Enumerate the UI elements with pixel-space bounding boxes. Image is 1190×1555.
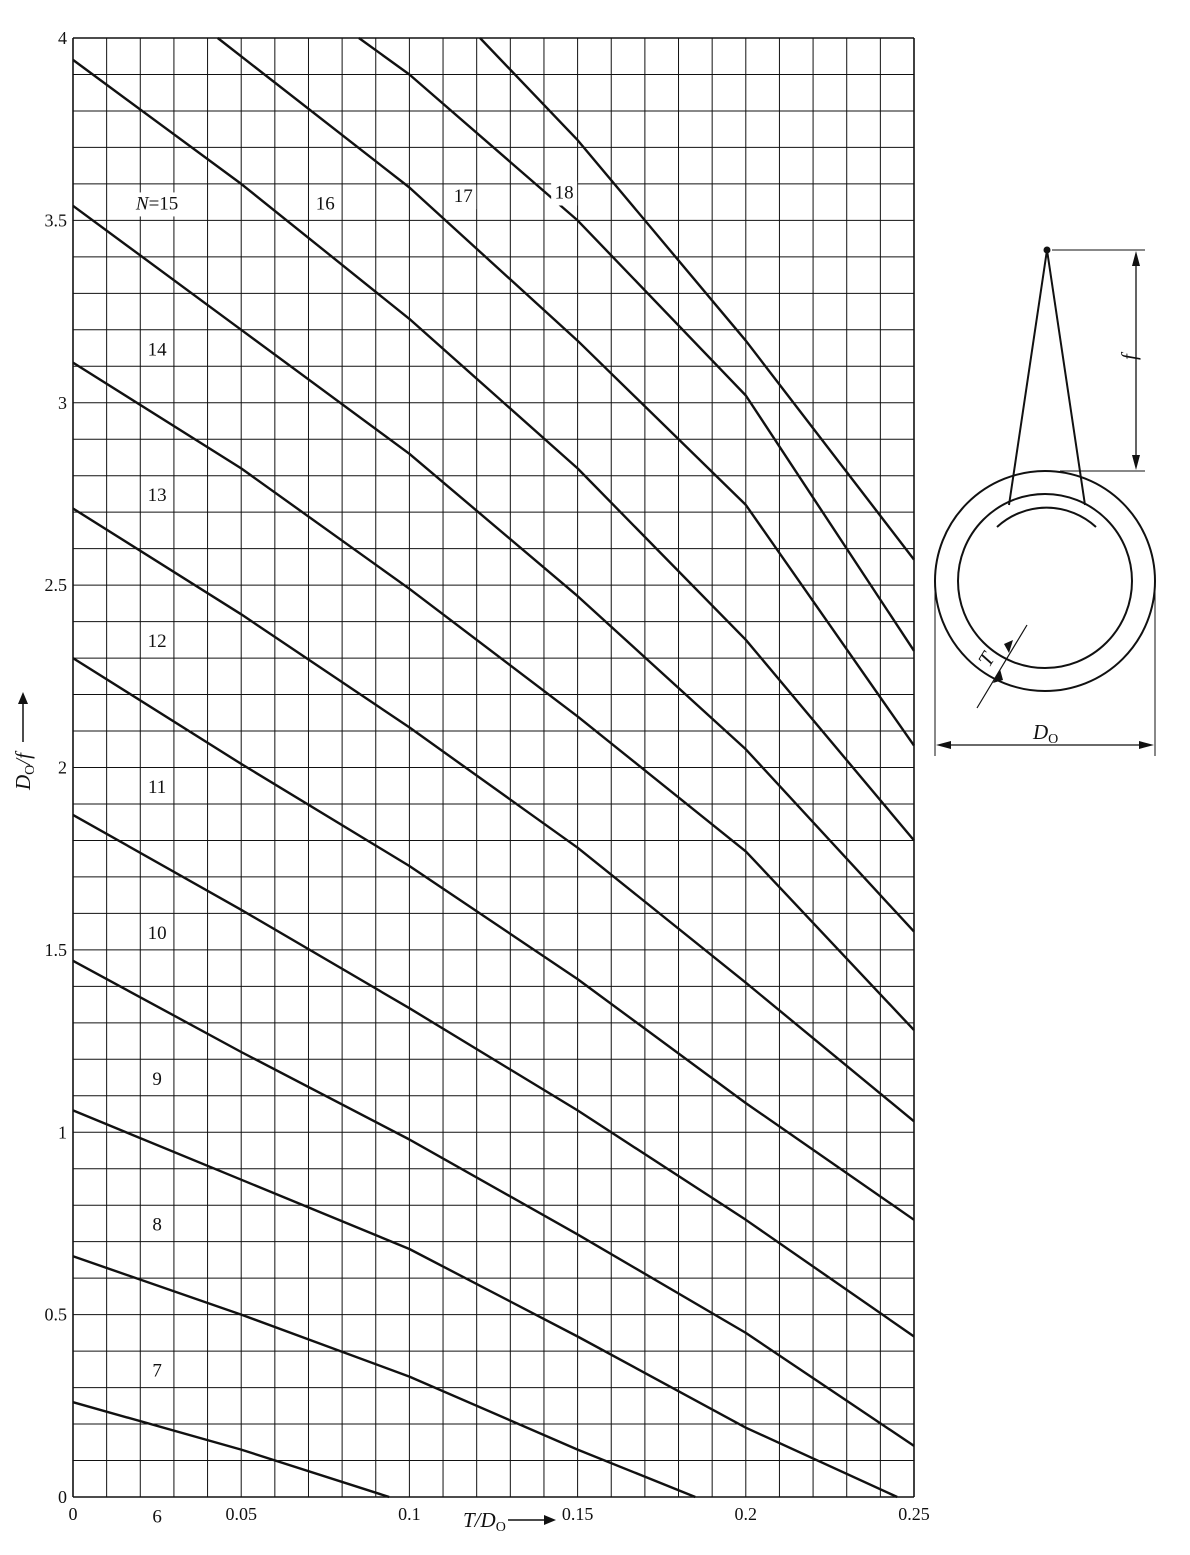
curve-label-background (149, 1505, 166, 1530)
curve-line (72, 361, 915, 1031)
y-tick-label: 3 (58, 393, 67, 413)
curve-label: 10 (148, 923, 167, 944)
curve-label: 11 (148, 777, 166, 798)
curve-label-background (144, 338, 171, 363)
y-tick-label: 2.5 (45, 575, 68, 595)
svg-text:T/DO: T/DO (463, 1508, 506, 1535)
y-axis-label-rest: /f (11, 750, 35, 766)
x-axis-arrow-head (544, 1515, 556, 1525)
curve-label-background (149, 1213, 166, 1238)
curve-line (72, 813, 915, 1338)
curve-label: 16 (316, 193, 335, 214)
curve-line (72, 58, 915, 842)
y-tick-label: 2 (58, 758, 67, 778)
curve-label: 12 (148, 631, 167, 652)
curve-line (72, 1401, 390, 1499)
d-dimension-label-main: D (1032, 720, 1048, 744)
x-axis-label-sub: O (496, 1520, 506, 1535)
curve-label: 8 (152, 1215, 162, 1236)
curve-label: 9 (152, 1069, 162, 1090)
curve-label-background (144, 776, 171, 801)
x-tick-label: 0.05 (225, 1504, 257, 1524)
curve-label-background (149, 1067, 166, 1092)
x-tick-label: 0.25 (898, 1504, 930, 1524)
t-arrow-upper (1004, 640, 1013, 653)
y-axis-label-sub: O (23, 765, 38, 775)
tooth-right-flank (1046, 249, 1086, 506)
curve-line (216, 37, 915, 747)
curve-label: 13 (148, 485, 167, 506)
curve-label: 18 (555, 182, 574, 203)
tooth-tip-dot (1043, 246, 1051, 254)
curve-line (479, 37, 915, 561)
t-dimension-line (976, 624, 1028, 709)
y-axis-arrow-head (18, 692, 28, 704)
outer-circle (934, 470, 1156, 692)
d-dimension-label: DO (1032, 720, 1058, 747)
curve-line (72, 507, 915, 1123)
x-axis-label: T/DO (463, 1508, 556, 1535)
x-axis-label-main: T/D (463, 1508, 496, 1532)
t-arrow-lower (993, 669, 1003, 683)
curve-line (358, 37, 916, 652)
d-arrow-right (1139, 741, 1154, 749)
curve-label: 17 (454, 186, 473, 207)
tooth-left-flank (1008, 249, 1048, 506)
y-tick-label: 3.5 (45, 210, 68, 230)
y-axis-label-main: D (11, 775, 35, 791)
curve-label-background (144, 921, 171, 946)
curve-labels-layer: N=15 16 17 18 14 13 12 11 10 9 8 7 6 (134, 181, 578, 1530)
curve-label-background (551, 181, 578, 206)
pipe-diagram (934, 246, 1156, 756)
y-tick-label: 1.5 (45, 940, 68, 960)
d-arrow-left (936, 741, 951, 749)
y-axis-label: DO/f (11, 692, 38, 791)
x-tick-label: 0.2 (735, 1504, 758, 1524)
curve-label-background (312, 192, 339, 217)
svg-text:DO/f: DO/f (11, 750, 38, 791)
curve-label-background (134, 192, 181, 217)
curve-line (72, 657, 915, 1221)
y-tick-labels: 0 0.5 1 1.5 2 2.5 3 3.5 4 (45, 28, 68, 1507)
f-arrow-bottom (1132, 455, 1140, 470)
x-tick-label: 0 (69, 1504, 78, 1524)
curves-layer (72, 37, 916, 1499)
tooth-base-arc (996, 506, 1097, 528)
curve-label: 7 (152, 1361, 162, 1382)
curve-label-background (144, 630, 171, 655)
curve-label-background (149, 1359, 166, 1384)
curve-label: 6 (152, 1507, 162, 1528)
curve-line (72, 1255, 696, 1499)
x-tick-label: 0.1 (398, 1504, 421, 1524)
f-dimension-label: f (1117, 351, 1141, 360)
curve-label: 14 (148, 339, 168, 360)
y-tick-label: 0.5 (45, 1305, 68, 1325)
curve-line (72, 204, 915, 933)
y-tick-label: 1 (58, 1122, 67, 1142)
curve-line (72, 959, 915, 1447)
grid-lines (72, 37, 915, 1498)
curve-label-background (144, 484, 171, 509)
curve-label-value: =15 (149, 193, 179, 214)
x-tick-label: 0.15 (562, 1504, 594, 1524)
curve-line (72, 1109, 898, 1499)
y-tick-label: 0 (58, 1487, 67, 1507)
inner-circle (957, 493, 1133, 669)
curve-label-variable: N (135, 193, 150, 214)
curve-label-background (450, 185, 477, 210)
f-arrow-top (1132, 251, 1140, 266)
d-dimension-label-sub: O (1048, 732, 1058, 747)
y-tick-label: 4 (58, 28, 67, 48)
x-tick-labels: 0 0.05 0.1 0.15 0.2 0.25 (69, 1504, 930, 1524)
curve-label: N=15 (135, 193, 178, 214)
